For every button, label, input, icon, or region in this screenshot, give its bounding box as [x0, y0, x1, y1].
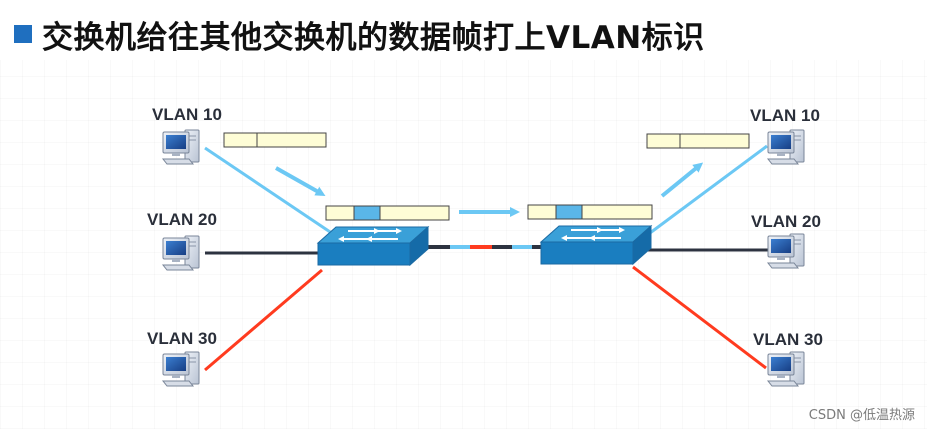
right-vlan10-link — [649, 144, 768, 235]
flow-arrow-into-left-switch — [275, 166, 326, 196]
slide-title: 交换机给往其他交换机的数据帧打上VLAN标识 — [14, 12, 705, 56]
left-vlan10-link — [204, 146, 346, 244]
right-vlan20-pc-icon — [767, 233, 805, 269]
left-vlan30-link — [204, 268, 323, 372]
right-switch-icon — [540, 225, 652, 265]
right-vlan30-pc-icon — [767, 351, 805, 387]
left-vlan30-pc-icon — [162, 351, 200, 387]
left-vlan20-label: VLAN 20 — [147, 210, 217, 229]
left-vlan20-pc-icon — [162, 235, 200, 271]
title-bullet-square — [14, 25, 32, 43]
flow-arrow-out-right-switch — [660, 162, 704, 198]
watermark: CSDN @低温热源 — [808, 408, 915, 423]
left-tagged-frame — [325, 205, 450, 221]
left-vlan10-pc-icon — [162, 129, 200, 165]
left-vlan30-label: VLAN 30 — [147, 329, 217, 348]
right-vlan20-label: VLAN 20 — [751, 212, 821, 231]
right-vlan30-link — [632, 265, 767, 370]
left-untagged-frame — [223, 132, 327, 148]
right-vlan10-pc-icon — [767, 129, 805, 165]
title-text: 交换机给往其他交换机的数据帧打上VLAN标识 — [42, 19, 705, 56]
left-switch-icon — [317, 226, 429, 266]
right-tagged-frame — [527, 204, 653, 220]
right-vlan10-label: VLAN 10 — [750, 106, 820, 125]
left-vlan10-label: VLAN 10 — [152, 105, 222, 124]
right-vlan30-label: VLAN 30 — [753, 330, 823, 349]
right-untagged-frame — [646, 133, 750, 149]
